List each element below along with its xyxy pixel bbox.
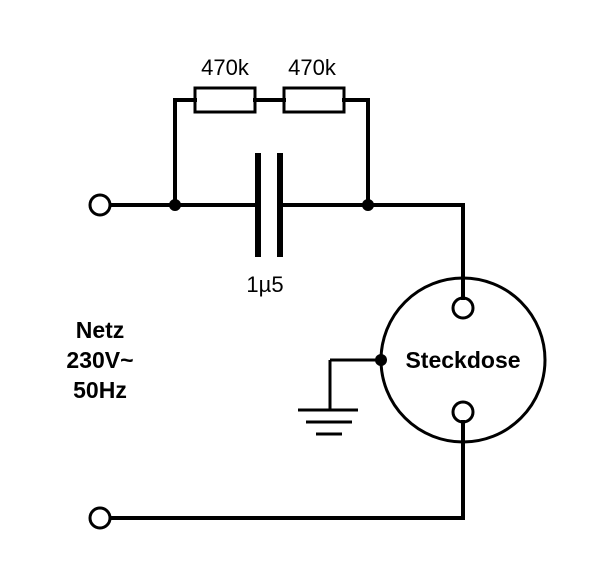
resistor-2 <box>282 86 346 114</box>
resistor-2-label: 470k <box>288 55 337 80</box>
source-label-line1: Netz <box>76 317 125 343</box>
resistor-1-label: 470k <box>201 55 250 80</box>
junction-dot-left <box>169 199 181 211</box>
source-label-line3: 50Hz <box>73 377 127 403</box>
capacitor-label: 1µ5 <box>246 272 283 297</box>
socket-label: Steckdose <box>405 347 520 373</box>
input-terminal-top <box>88 193 112 217</box>
junction-dot-right <box>362 199 374 211</box>
resistor-1 <box>193 86 257 114</box>
socket-pin-top <box>451 296 475 320</box>
socket-pin-bottom <box>451 400 475 424</box>
input-terminal-bottom <box>88 506 112 530</box>
source-label-line2: 230V~ <box>66 347 133 373</box>
